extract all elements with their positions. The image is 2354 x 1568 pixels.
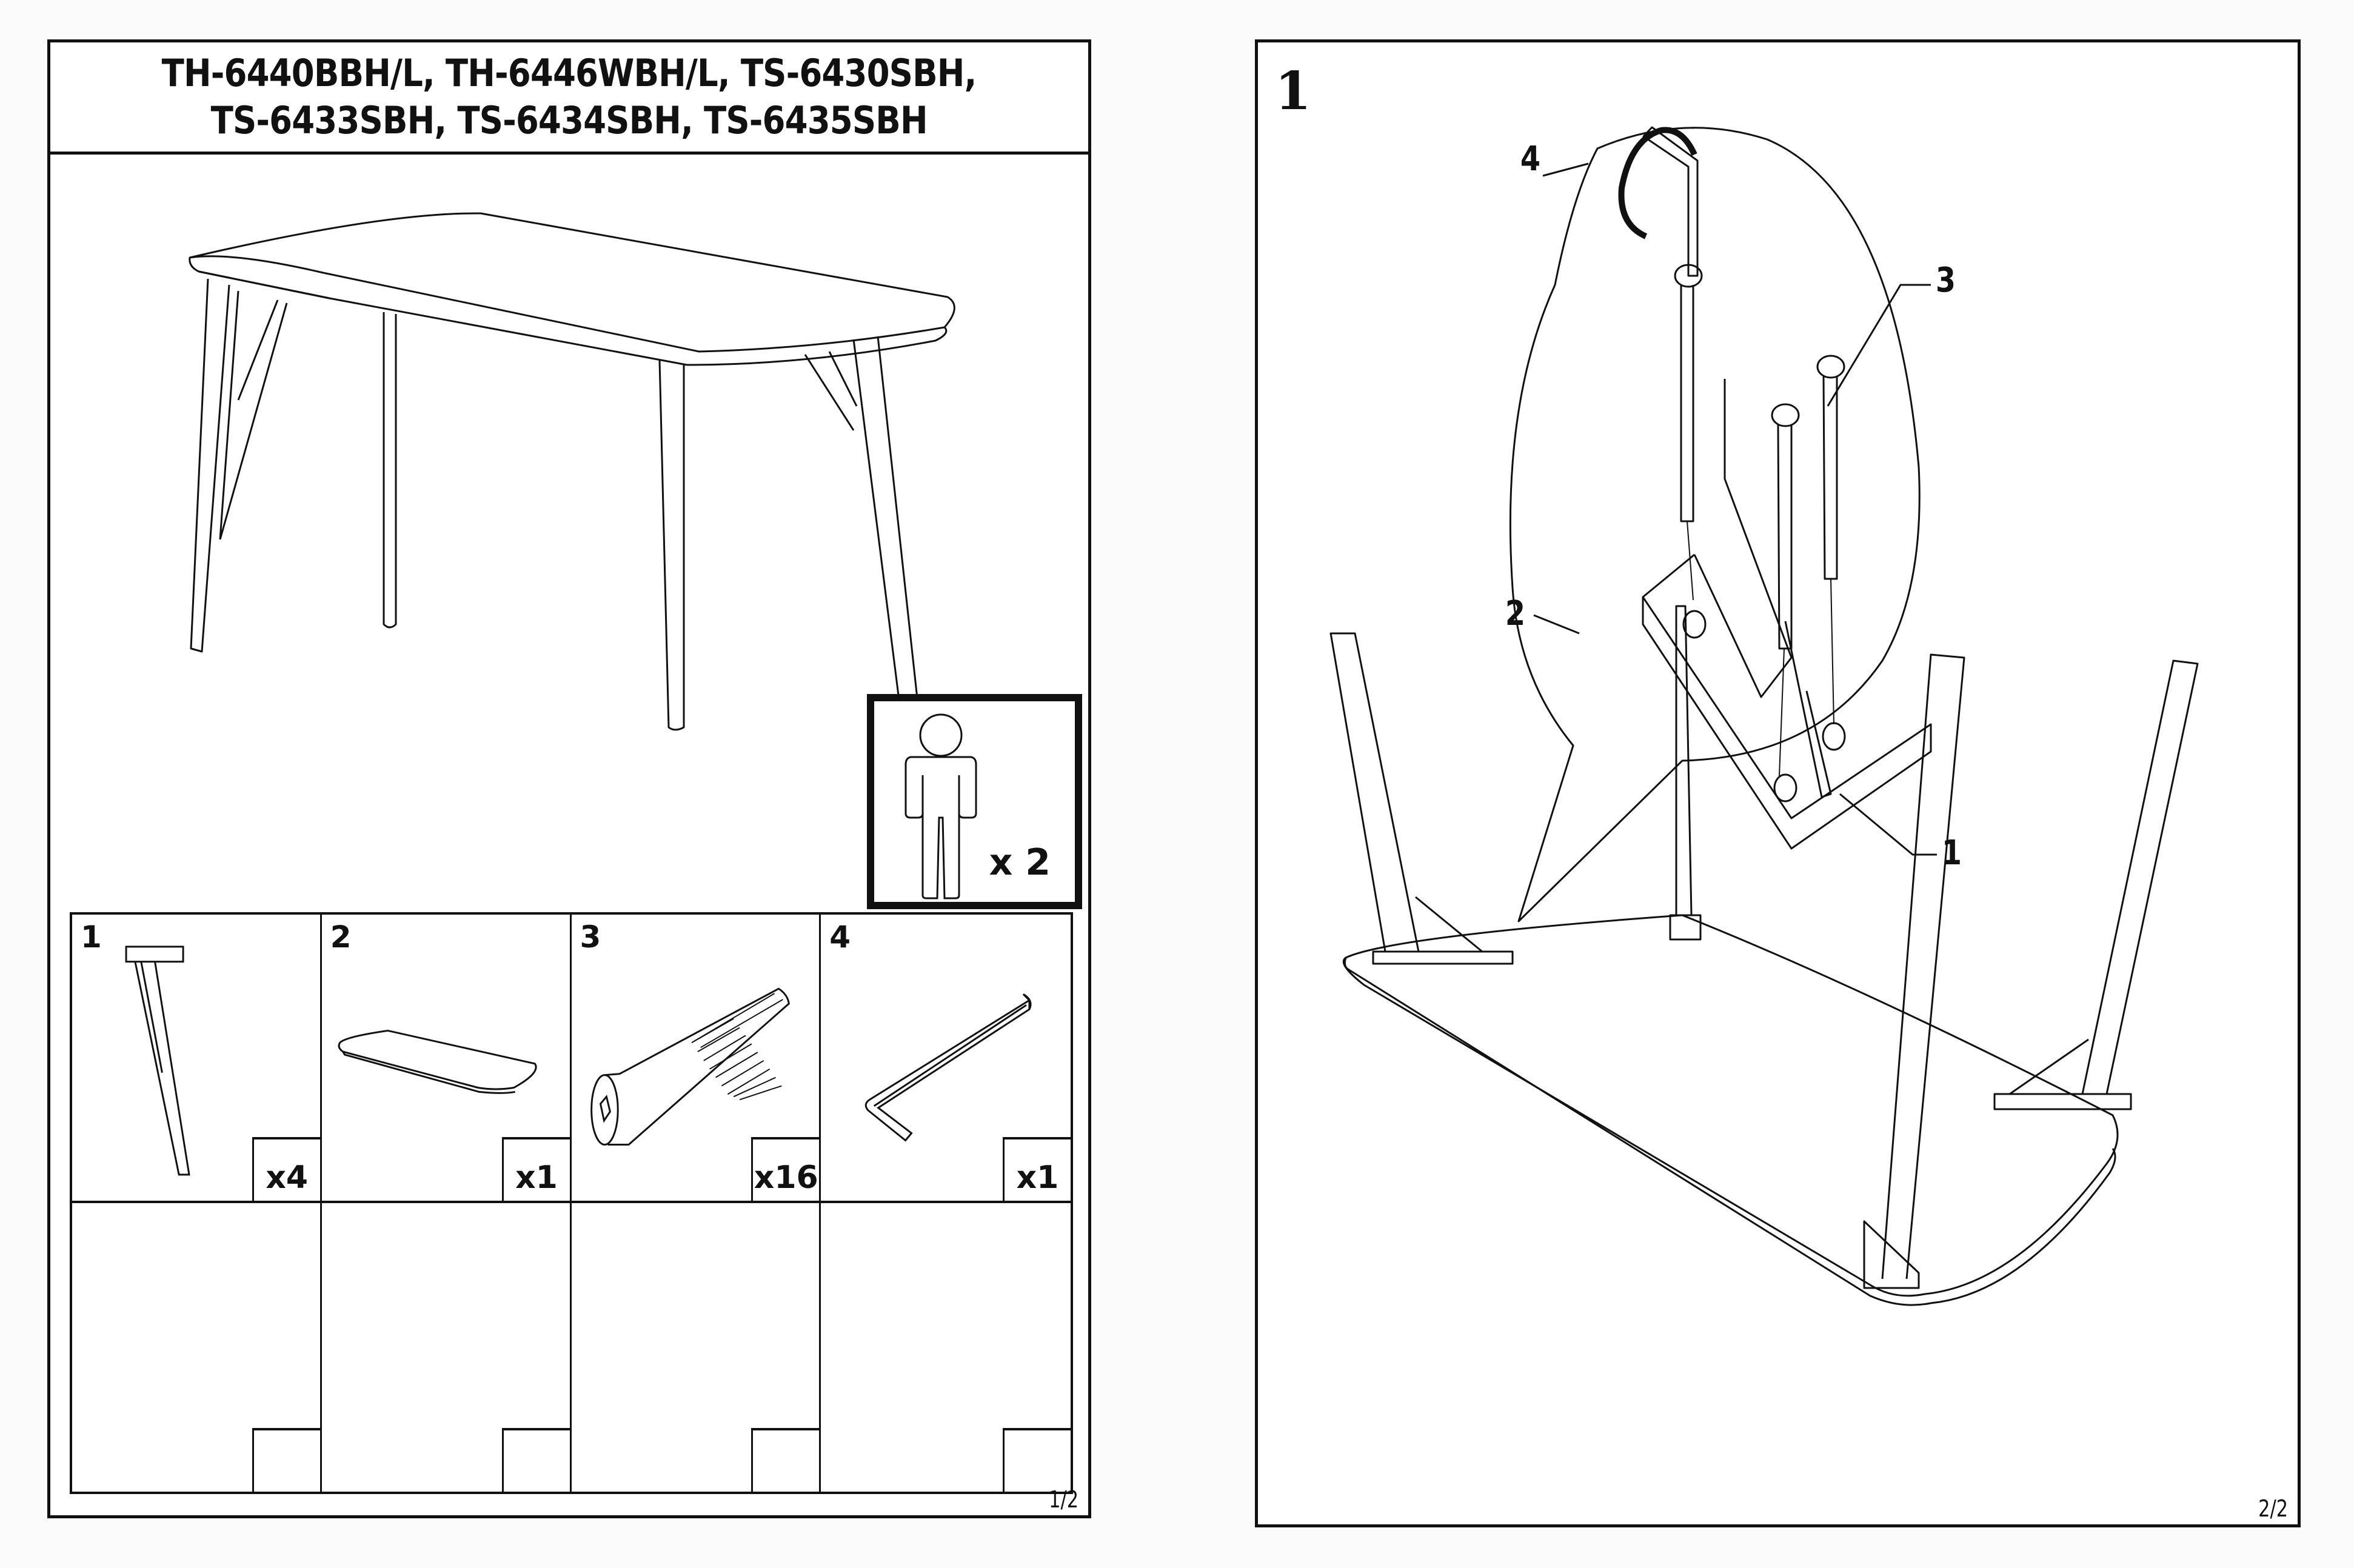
empty-quantity-box <box>501 1428 570 1492</box>
persons-count: x 2 <box>989 841 1051 884</box>
empty-quantity-box <box>1003 1428 1071 1492</box>
detail-bolt-icon <box>1674 264 1845 650</box>
table-leg <box>852 336 918 703</box>
bolt-icon <box>590 987 790 1146</box>
part-number: 1 <box>81 919 102 955</box>
allen-key-icon <box>865 993 1032 1142</box>
person-icon <box>904 713 977 899</box>
table-top-outline <box>189 212 955 353</box>
parts-list-grid: 1 x4 2 x1 3 x16 <box>70 912 1073 1494</box>
callout-label-4: 4 <box>1520 139 1541 179</box>
part-cell-4: 4 x1 <box>821 915 1071 1203</box>
callout-label-3: 3 <box>1935 261 1956 300</box>
persons-required-box: x 2 <box>867 694 1082 909</box>
assembled-leg <box>1329 632 1514 965</box>
part-cell-1: 1 x4 <box>72 915 322 1203</box>
part-quantity: x16 <box>751 1137 820 1201</box>
detail-allen-key-icon <box>1642 126 1699 277</box>
instruction-page-1: TH-6440BBH/L, TH-6446WBH/L, TS-6430SBH, … <box>47 39 1091 1518</box>
assembled-leg <box>1669 605 1702 941</box>
part-number: 4 <box>829 919 851 955</box>
part-number: 2 <box>330 919 352 955</box>
assembly-step-drawing <box>1329 126 2199 1306</box>
empty-quantity-box <box>751 1428 820 1492</box>
assembled-leg <box>1993 659 2199 1110</box>
empty-part-cell <box>572 1203 821 1492</box>
empty-quantity-box <box>252 1428 320 1492</box>
page-number: 1/2 <box>1048 1486 1078 1513</box>
part-cell-3: 3 x16 <box>571 915 821 1203</box>
table-top-icon <box>338 1029 537 1094</box>
part-quantity: x4 <box>252 1137 320 1201</box>
leg-with-bracket-icon <box>125 946 190 1176</box>
empty-part-cell <box>821 1203 1071 1492</box>
table-leg <box>383 312 397 629</box>
model-title-line-1: TH-6440BBH/L, TH-6446WBH/L, TS-6430SBH, <box>162 51 977 95</box>
step-number: 1 <box>1275 61 1311 122</box>
model-title-box: TH-6440BBH/L, TH-6446WBH/L, TS-6430SBH, … <box>50 42 1088 155</box>
part-quantity: x1 <box>1003 1137 1071 1201</box>
table-leg <box>658 360 685 731</box>
rotation-arrow-icon <box>1618 127 1697 239</box>
detail-magnifier-outline <box>1509 127 1921 922</box>
table-leg <box>190 278 230 653</box>
instruction-page-2: 1 <box>1255 39 2301 1527</box>
model-title-line-2: TS-6433SBH, TS-6434SBH, TS-6435SBH <box>210 98 928 142</box>
empty-part-cell <box>72 1203 322 1492</box>
callout-label-1: 1 <box>1941 833 1962 873</box>
part-cell-2: 2 x1 <box>321 915 572 1203</box>
page-number: 2/2 <box>2258 1495 2288 1522</box>
assembled-table-drawing <box>189 212 955 731</box>
assembled-leg <box>1863 653 1965 1289</box>
part-quantity: x1 <box>501 1137 570 1201</box>
callout-label-2: 2 <box>1505 594 1526 633</box>
table-top-underside <box>1342 914 2119 1297</box>
part-number: 3 <box>580 919 601 955</box>
empty-part-cell <box>322 1203 572 1492</box>
